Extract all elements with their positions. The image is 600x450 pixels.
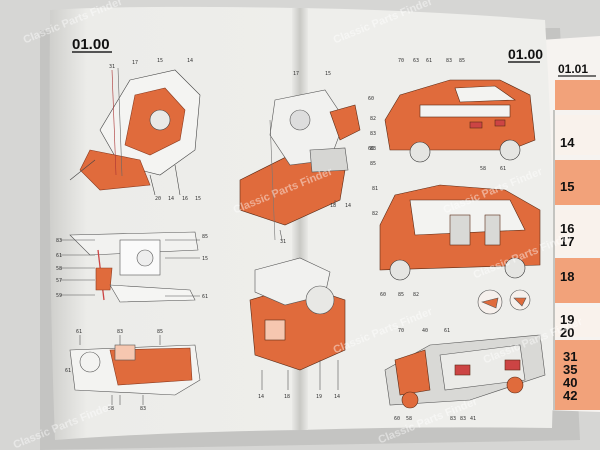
svg-text:85: 85 <box>157 329 163 335</box>
left-engine-diagram <box>69 67 201 196</box>
left-section-code: 01.00 <box>72 36 110 53</box>
svg-text:82: 82 <box>413 292 419 298</box>
svg-text:31: 31 <box>280 239 286 245</box>
tab-block <box>555 160 600 205</box>
svg-text:20: 20 <box>155 196 161 202</box>
right-wagon-diagram <box>379 184 541 281</box>
tab-block <box>555 80 600 110</box>
tab-number[interactable]: 42 <box>563 388 578 403</box>
svg-text:63: 63 <box>413 58 419 64</box>
left-gearbox-diagram <box>60 231 200 303</box>
svg-text:60: 60 <box>368 96 374 102</box>
svg-text:70: 70 <box>398 328 404 334</box>
tab-block <box>555 307 600 337</box>
center-lower-engine-diagram <box>249 257 346 390</box>
tab-block <box>555 210 600 255</box>
svg-text:31: 31 <box>109 64 115 70</box>
svg-text:83: 83 <box>450 416 456 422</box>
svg-text:83: 83 <box>370 131 376 137</box>
svg-text:15: 15 <box>325 71 331 77</box>
svg-text:83: 83 <box>446 58 452 64</box>
svg-text:41: 41 <box>470 416 476 422</box>
svg-text:82: 82 <box>372 211 378 217</box>
svg-text:17: 17 <box>132 60 138 66</box>
svg-text:18: 18 <box>284 394 290 400</box>
svg-text:61: 61 <box>444 328 450 334</box>
svg-text:83: 83 <box>56 238 62 244</box>
svg-text:17: 17 <box>293 71 299 77</box>
svg-text:82: 82 <box>370 116 376 122</box>
svg-text:61: 61 <box>500 166 506 172</box>
svg-text:61: 61 <box>202 294 208 300</box>
svg-text:85: 85 <box>370 161 376 167</box>
tab-strip-header-code: 01.01 <box>558 62 589 76</box>
svg-text:85: 85 <box>398 292 404 298</box>
svg-text:83: 83 <box>460 416 466 422</box>
left-dashboard-diagram <box>69 335 201 405</box>
svg-text:60: 60 <box>368 146 374 152</box>
svg-text:58: 58 <box>56 266 62 272</box>
svg-text:61: 61 <box>65 368 71 374</box>
tab-number[interactable]: 16 <box>560 221 575 236</box>
svg-text:83: 83 <box>140 406 146 412</box>
tab-number[interactable]: 18 <box>560 269 575 284</box>
svg-text:70: 70 <box>398 58 404 64</box>
tab-block <box>555 340 600 410</box>
svg-text:83: 83 <box>370 146 376 152</box>
tab-number[interactable]: 40 <box>563 375 578 390</box>
tab-number[interactable]: 31 <box>563 349 578 364</box>
svg-text:61: 61 <box>426 58 432 64</box>
tab-number[interactable]: 20 <box>560 325 575 340</box>
svg-text:61: 61 <box>56 253 62 259</box>
svg-text:81: 81 <box>372 186 378 192</box>
svg-text:19: 19 <box>316 394 322 400</box>
svg-text:16: 16 <box>182 196 188 202</box>
svg-text:18: 18 <box>330 203 336 209</box>
svg-text:85: 85 <box>202 234 208 240</box>
svg-text:57: 57 <box>56 278 62 284</box>
tab-number[interactable]: 19 <box>560 312 575 327</box>
svg-text:15: 15 <box>157 58 163 64</box>
tab-number[interactable]: 14 <box>560 135 575 150</box>
svg-text:58: 58 <box>480 166 486 172</box>
svg-text:85: 85 <box>459 58 465 64</box>
svg-text:60: 60 <box>394 416 400 422</box>
tab-number[interactable]: 17 <box>560 234 575 249</box>
svg-text:58: 58 <box>406 416 412 422</box>
svg-text:15: 15 <box>202 256 208 262</box>
svg-text:14: 14 <box>334 394 340 400</box>
svg-text:59: 59 <box>56 293 62 299</box>
tab-number[interactable]: 35 <box>563 362 578 377</box>
svg-text:83: 83 <box>117 329 123 335</box>
tab-block <box>555 258 600 303</box>
svg-text:14: 14 <box>345 203 351 209</box>
svg-text:15: 15 <box>195 196 201 202</box>
svg-text:14: 14 <box>258 394 264 400</box>
right-car-diagram <box>384 79 536 163</box>
svg-text:14: 14 <box>168 196 174 202</box>
svg-text:60: 60 <box>380 292 386 298</box>
svg-text:40: 40 <box>422 328 428 334</box>
svg-text:58: 58 <box>108 406 114 412</box>
center-engine-diagram <box>239 89 361 241</box>
right-chassis-diagram <box>384 334 546 409</box>
tab-number[interactable]: 15 <box>560 179 575 194</box>
right-section-code: 01.00 <box>508 46 544 62</box>
svg-text:14: 14 <box>187 58 193 64</box>
tab-block <box>555 115 600 155</box>
svg-text:61: 61 <box>76 329 82 335</box>
right-detail-circles <box>477 289 531 315</box>
